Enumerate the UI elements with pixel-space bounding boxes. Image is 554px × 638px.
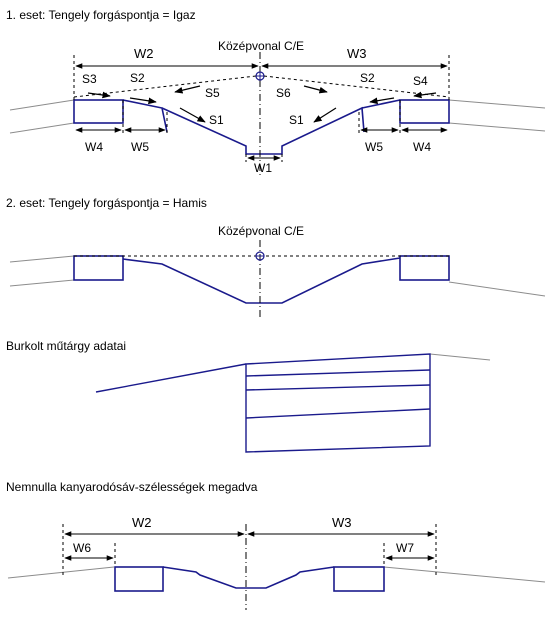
case2-road-profile — [73, 255, 450, 304]
case1-dimension-lines — [75, 63, 448, 161]
case1-s5-label: S5 — [205, 86, 220, 100]
case1-section: Középvonal C/E W2 W3 S3 S2 S5 S6 S2 S4 S… — [9, 39, 546, 178]
turn-lane-heading: Nemnulla kanyarodósáv-szélességek megadv… — [6, 480, 258, 494]
case1-w2-label: W2 — [134, 46, 154, 61]
turn-lane-w7-label: W7 — [396, 541, 414, 555]
case1-heading: 1. eset: Tengely forgáspontja = Igaz — [6, 8, 196, 22]
case1-w5-right-label: W5 — [365, 140, 383, 154]
case1-w4-left-label: W4 — [85, 140, 103, 154]
case1-w4-right-label: W4 — [413, 140, 431, 154]
case2-heading: 2. eset: Tengely forgáspontja = Hamis — [6, 196, 207, 210]
case1-w1-label: W1 — [254, 161, 272, 175]
case1-w3-label: W3 — [347, 46, 367, 61]
turn-lane-section: W2 W3 W6 W7 — [7, 515, 546, 610]
turn-lane-w2-label: W2 — [132, 515, 152, 530]
turn-lane-guides — [62, 524, 437, 578]
turn-lane-dimension-lines — [64, 531, 435, 561]
case2-centerline-label: Középvonal C/E — [218, 224, 304, 238]
case1-s1-left-label: S1 — [209, 113, 224, 127]
case1-slope-arrows — [87, 85, 437, 123]
case1-s2-right-label: S2 — [360, 71, 375, 85]
case1-s2-left-label: S2 — [130, 71, 145, 85]
turn-lane-road-profile — [114, 566, 385, 592]
case1-centerline-label: Középvonal C/E — [218, 39, 304, 53]
structure-terrain-line — [429, 353, 491, 361]
structure-layers — [245, 353, 431, 453]
case1-s4-label: S4 — [413, 74, 428, 88]
paved-structure-section — [95, 353, 491, 453]
case1-s3-label: S3 — [82, 72, 97, 86]
structure-approach-line — [95, 363, 247, 393]
turn-lane-terrain — [7, 566, 546, 583]
case1-s6-label: S6 — [276, 86, 291, 100]
turn-lane-w6-label: W6 — [73, 541, 91, 555]
case1-terrain — [9, 99, 546, 134]
case1-s1-right-label: S1 — [289, 113, 304, 127]
turn-lane-w3-label: W3 — [332, 515, 352, 530]
case2-terrain — [9, 255, 546, 297]
case1-w5-left-label: W5 — [131, 140, 149, 154]
paved-structure-heading: Burkolt műtárgy adatai — [6, 339, 127, 353]
case2-section: Középvonal C/E — [9, 224, 546, 318]
